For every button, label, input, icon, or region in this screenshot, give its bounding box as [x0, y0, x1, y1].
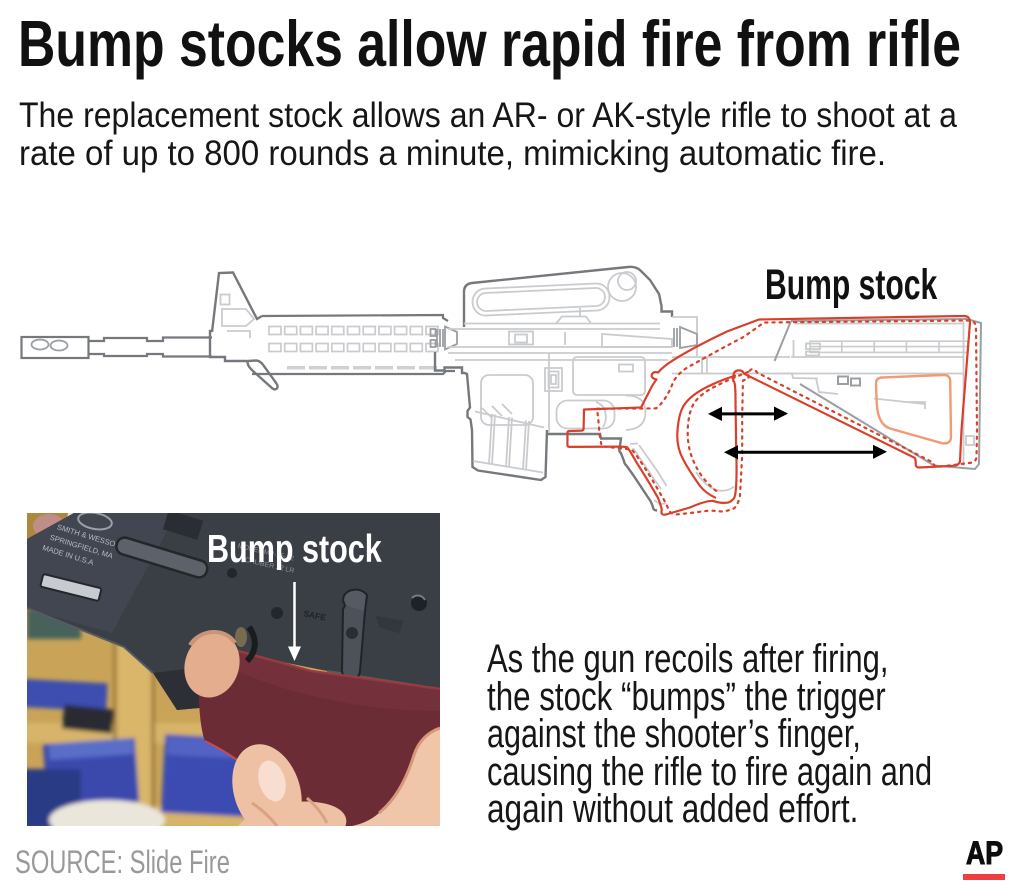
svg-text:Bump stock: Bump stock — [207, 527, 382, 570]
svg-text:SAFE: SAFE — [303, 608, 328, 623]
